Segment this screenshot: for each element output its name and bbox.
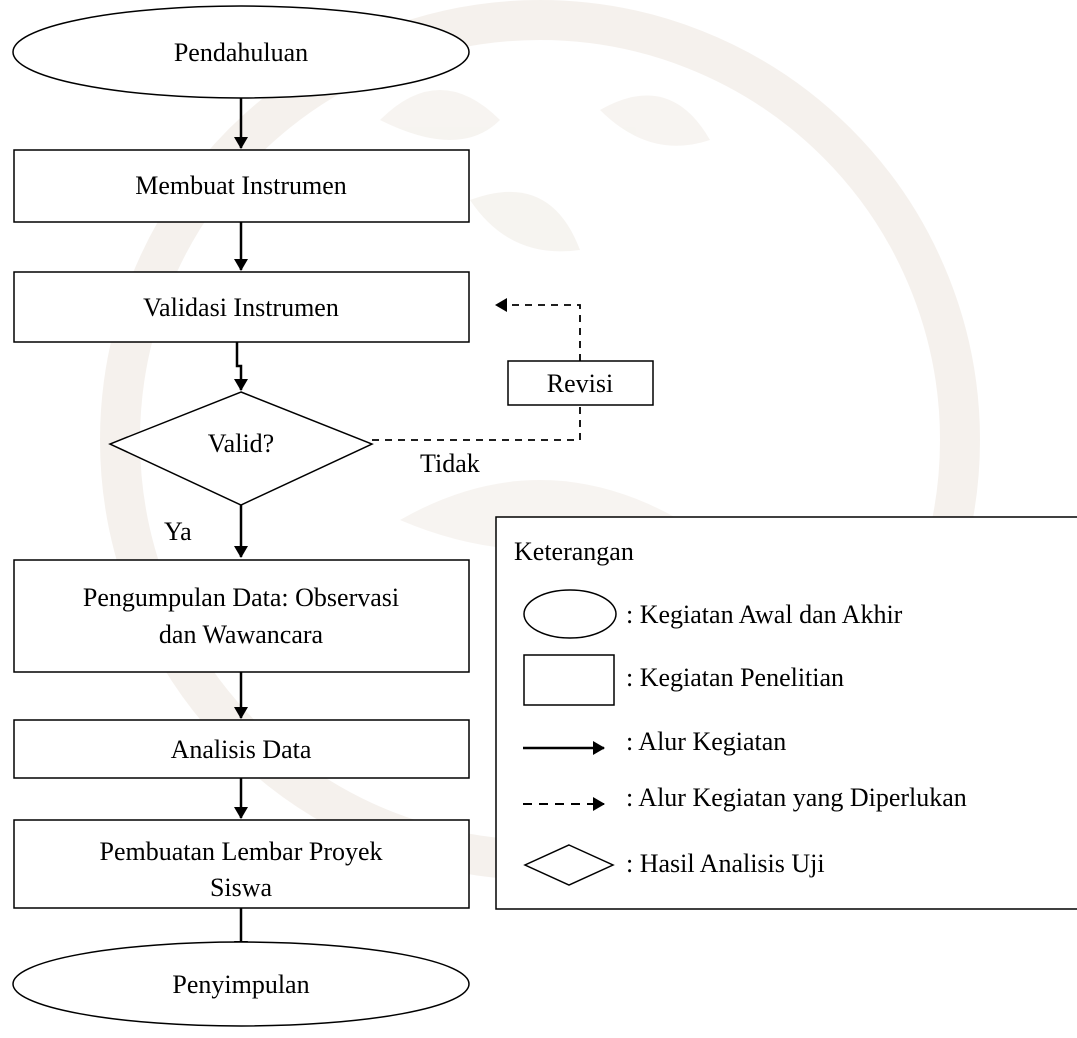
revisi-label: Revisi (547, 369, 613, 398)
step3-label-line1: Pengumpulan Data: Observasi (83, 583, 399, 612)
legend-ellipse-icon (523, 589, 617, 639)
legend-item-solid-arrow: : Alur Kegiatan (523, 727, 786, 756)
step1-label: Membuat Instrumen (135, 171, 347, 200)
decision-label: Valid? (208, 429, 274, 458)
end-label: Penyimpulan (172, 970, 309, 999)
legend-item-dashed-arrow: : Alur Kegiatan yang Diperlukan (523, 783, 967, 812)
legend-title: Keterangan (514, 537, 634, 566)
step5-label-line1: Pembuatan Lembar Proyek (99, 837, 382, 866)
legend-diamond-label: : Hasil Analisis Uji (626, 849, 825, 878)
yes-label: Ya (164, 517, 192, 546)
dashed-arrow-revisi-to-validasi (495, 298, 581, 361)
step3-label-line2: dan Wawancara (159, 620, 324, 649)
legend-item-rectangle: : Kegiatan Penelitian (523, 654, 844, 706)
process-membuat-instrumen: Membuat Instrumen (13, 149, 470, 223)
decision-valid: Valid? (108, 391, 374, 506)
arrow-step2-to-decision (234, 342, 248, 391)
legend-dashed-arrow-label: : Alur Kegiatan yang Diperlukan (626, 783, 967, 812)
process-validasi-instrumen: Validasi Instrumen (13, 271, 470, 343)
legend-item-diamond: : Hasil Analisis Uji (523, 844, 825, 886)
step4-label: Analisis Data (171, 735, 312, 764)
end-terminal: Penyimpulan (12, 941, 470, 1027)
legend-ellipse-label: : Kegiatan Awal dan Akhir (626, 600, 903, 629)
process-analisis-data: Analisis Data (13, 719, 470, 779)
legend-box: Keterangan : Kegiatan Awal dan Akhir : K… (495, 516, 1077, 910)
process-revisi: Revisi (507, 360, 654, 406)
step5-label-line2: Siswa (210, 873, 273, 902)
start-terminal: Pendahuluan (12, 5, 470, 99)
process-pengumpulan-data: Pengumpulan Data: Observasi dan Wawancar… (13, 559, 470, 673)
legend-rectangle-label: : Kegiatan Penelitian (626, 663, 844, 692)
dashed-arrow-decision-to-revisi (372, 405, 581, 441)
step2-label: Validasi Instrumen (143, 293, 339, 322)
no-label: Tidak (420, 449, 480, 478)
start-label: Pendahuluan (174, 38, 308, 67)
legend-solid-arrow-label: : Alur Kegiatan (626, 727, 786, 756)
process-pembuatan-lembar: Pembuatan Lembar Proyek Siswa (13, 819, 470, 909)
legend-item-ellipse: : Kegiatan Awal dan Akhir (523, 589, 903, 639)
legend-rectangle-icon (523, 654, 615, 706)
legend-diamond-icon (523, 844, 615, 886)
